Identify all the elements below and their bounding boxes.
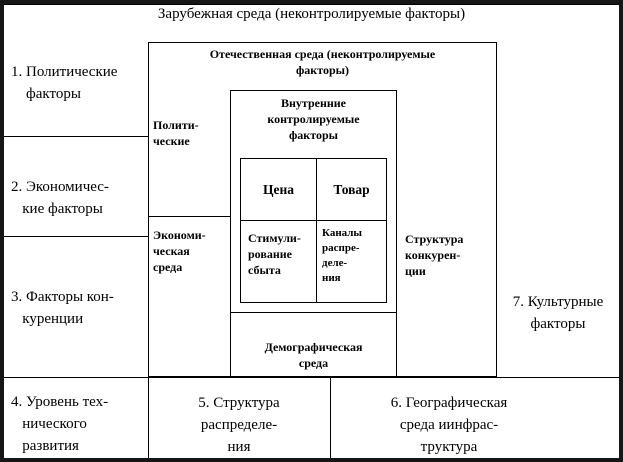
price-cell-label: Цена (262, 181, 295, 197)
competition-factors-label: 3. Факторы кон- куренции (11, 289, 114, 327)
promotion-cell-label: Стимули- рование сбыта (248, 231, 301, 277)
channels-cell-label: Каналы распре- деле- ния (322, 227, 363, 284)
geographic-environment-label: 6. Географическая среда иинфрас- труктур… (390, 395, 508, 455)
divider-domestic-left (149, 216, 231, 217)
internal-factors-title: Внутренние контролируемые факторы (267, 96, 360, 142)
divider-mix-horizontal (241, 220, 386, 221)
divider-under-foreign-title (4, 4, 619, 5)
political-factors-label: 1. Политические факторы (11, 64, 118, 102)
internal-factors-box (230, 90, 397, 313)
product-cell-label: Товар (333, 181, 370, 197)
domestic-environment-box (148, 42, 497, 377)
divider-mix-vertical (316, 159, 317, 302)
distribution-structure-label: 5. Структура распределе- ния (198, 395, 280, 455)
divider-left-1 (4, 136, 149, 137)
divider-demographic-right (396, 313, 397, 377)
economic-environment-label: Экономи- ческая среда (153, 228, 206, 274)
divider-left-2 (4, 236, 149, 237)
divider-demographic-left (230, 313, 231, 377)
competition-structure-label: Структура конкурен- ции (405, 232, 464, 278)
economic-factors-label: 2. Экономичес- кие факторы (11, 179, 109, 217)
cultural-factors-label: 7. Культурные факторы (512, 294, 604, 332)
marketing-mix-box (240, 158, 387, 303)
divider-bottom-v2 (330, 377, 331, 458)
domestic-environment-title: Отечественная среда (неконтролируемые фа… (209, 47, 436, 77)
demographic-environment-label: Демографическая среда (264, 340, 363, 370)
divider-bottom-band (4, 377, 619, 378)
political-environment-label: Полити- ческие (153, 118, 199, 148)
tech-level-label: 4. Уровень тех- нического развития (11, 394, 109, 454)
foreign-environment-title: Зарубежная среда (неконтролируемые факто… (157, 6, 466, 22)
divider-bottom-v1 (148, 377, 149, 458)
